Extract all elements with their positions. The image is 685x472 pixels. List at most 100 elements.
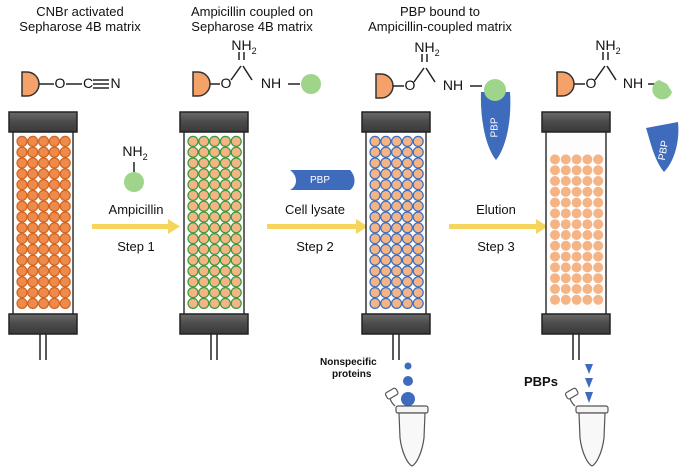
matrix-bead (59, 265, 71, 277)
nonspecific-proteins-label-line1: Nonspecific (320, 357, 377, 368)
matrix-bead (412, 254, 424, 266)
matrix-bead (391, 168, 403, 180)
matrix-bead (391, 211, 403, 223)
matrix-bead (27, 276, 39, 288)
column-2 (179, 111, 249, 360)
matrix-bead (550, 165, 560, 176)
ampicillin-ligand-icon (124, 172, 144, 192)
matrix-bead (16, 168, 28, 180)
matrix-bead (48, 287, 61, 299)
matrix-bead (37, 222, 50, 234)
matrix-bead (59, 211, 71, 223)
matrix-bead (401, 297, 413, 309)
matrix-bead (16, 200, 28, 212)
step2-arrowhead (356, 219, 368, 234)
matrix-bead (27, 243, 39, 255)
matrix-bead (412, 189, 424, 201)
matrix-bead (380, 157, 392, 169)
matrix-bead (560, 273, 571, 284)
matrix-bead (230, 200, 242, 212)
matrix-bead (571, 165, 582, 176)
pbp-bound-structure (375, 54, 511, 160)
matrix-bead (571, 240, 582, 251)
matrix-bead (412, 243, 424, 255)
matrix-bead (187, 189, 199, 201)
matrix-bead (380, 135, 392, 147)
nitrogen-atom: N (110, 75, 121, 91)
matrix-bead (380, 287, 392, 299)
matrix-bead (219, 222, 231, 234)
matrix-bead (48, 297, 61, 309)
matrix-bead (550, 230, 560, 240)
matrix-bead (401, 265, 413, 277)
matrix-bead (16, 254, 28, 266)
matrix-bead (48, 168, 61, 180)
matrix-bead (401, 211, 413, 223)
matrix-bead (187, 265, 199, 277)
matrix-bead (187, 243, 199, 255)
matrix-bead (412, 179, 424, 191)
step1-arrowhead (168, 219, 180, 234)
matrix-bead (230, 297, 242, 309)
column-3 (361, 111, 431, 360)
amine-nh: NH (260, 75, 282, 91)
matrix-bead (560, 294, 571, 305)
matrix-bead (59, 243, 71, 255)
matrix-bead (219, 233, 231, 245)
matrix-bead (187, 157, 199, 169)
matrix-bead (59, 222, 71, 234)
matrix-bead (198, 135, 210, 147)
matrix-bead (230, 189, 242, 201)
matrix-bead (582, 219, 593, 230)
matrix-bead (582, 154, 593, 165)
matrix-bead (198, 179, 210, 191)
matrix-bead (198, 211, 210, 223)
matrix-bead (209, 276, 221, 288)
matrix-bead (187, 146, 199, 158)
cnbr-structure (21, 71, 109, 97)
column-1 (8, 111, 78, 360)
matrix-bead (560, 186, 571, 197)
matrix-bead (401, 146, 413, 158)
matrix-bead (230, 211, 242, 223)
pbp-protein-icon (480, 92, 511, 160)
matrix-bead (219, 189, 231, 201)
matrix-bead (219, 243, 231, 255)
matrix-bead (37, 200, 50, 212)
matrix-bead (59, 276, 71, 288)
matrix-bead (380, 243, 392, 255)
pbp-drops (585, 364, 593, 403)
oxygen-atom: O (54, 75, 66, 91)
matrix-bead (401, 189, 413, 201)
matrix-bead (369, 157, 381, 169)
matrix-bead (37, 146, 50, 158)
matrix-bead (209, 233, 221, 245)
step0-title-line1: CNBr activated (36, 4, 124, 19)
matrix-bead (187, 254, 199, 266)
step3-label: Step 3 (477, 239, 515, 254)
matrix-bead (187, 233, 199, 245)
matrix-bead (571, 197, 582, 208)
matrix-bead (369, 222, 381, 234)
matrix-bead (59, 233, 71, 245)
step0-title-line2: Sepharose 4B matrix (19, 19, 141, 34)
matrix-bead (27, 222, 39, 234)
matrix-bead (593, 165, 604, 176)
matrix-bead (48, 146, 61, 158)
ampicillin-ligand-icon (484, 79, 506, 101)
matrix-bead (571, 208, 582, 219)
matrix-bead (209, 200, 221, 212)
matrix-bead (560, 284, 571, 294)
matrix-bead (219, 146, 231, 158)
matrix-bead (37, 243, 50, 255)
matrix-bead (380, 179, 392, 191)
column-top-cap (8, 111, 78, 133)
matrix-bead (550, 262, 560, 273)
bond-line (425, 67, 436, 83)
matrix-bead (380, 297, 392, 309)
matrix-bead (593, 294, 604, 305)
matrix-bead (593, 154, 604, 165)
matrix-bead (380, 189, 392, 201)
matrix-bead (187, 168, 199, 180)
matrix-bead (593, 273, 604, 284)
